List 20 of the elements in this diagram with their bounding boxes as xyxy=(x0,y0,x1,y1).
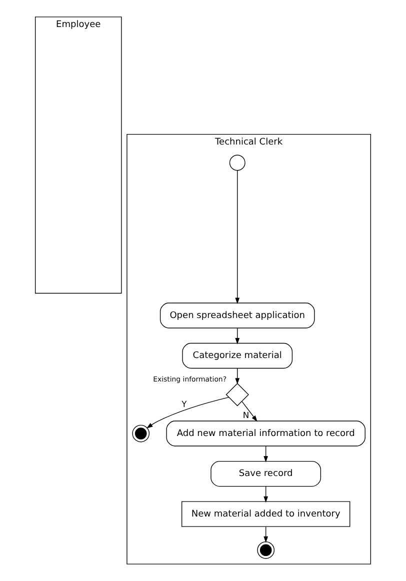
node-box: Add new material information to record xyxy=(166,420,366,446)
node-circle xyxy=(229,154,246,171)
node-box: Save record xyxy=(210,460,322,487)
node-box: Open spreadsheet application xyxy=(160,302,315,328)
node-box: Categorize material xyxy=(182,342,293,369)
arrow xyxy=(146,396,230,428)
edge-label: Y xyxy=(182,398,187,409)
node-box: Employee xyxy=(34,16,122,294)
arrow xyxy=(264,526,268,543)
arrow xyxy=(264,486,268,503)
node-box: New material added to inventory xyxy=(181,501,350,527)
arrow xyxy=(264,446,268,462)
arrow xyxy=(235,368,240,384)
arrow xyxy=(235,328,240,344)
node-circle xyxy=(132,424,150,442)
arrow xyxy=(235,170,240,304)
arrow xyxy=(242,401,258,422)
node-diamond xyxy=(226,383,249,406)
node-circle xyxy=(257,541,275,559)
edge-label: N xyxy=(242,410,250,420)
